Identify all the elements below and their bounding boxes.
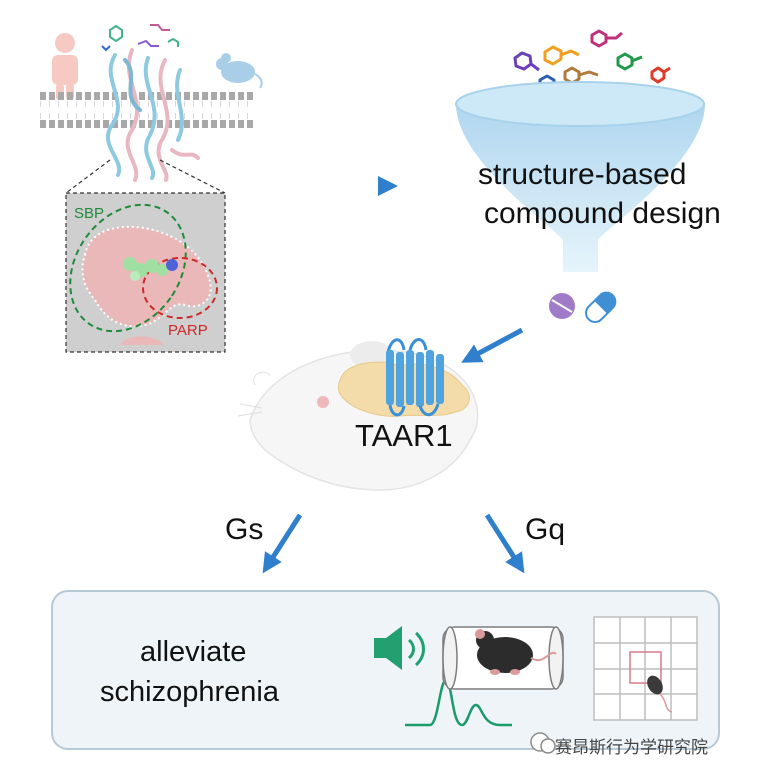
ligand-molecule (123, 257, 178, 281)
design-text-line1: structure-based (478, 158, 687, 191)
outcome-text-line1: alleviate (140, 636, 247, 668)
mouse-eye (317, 396, 329, 408)
capsule-icon (585, 291, 617, 323)
pocket-label-sbp: SBP (74, 205, 105, 222)
open-field-arena-icon (593, 616, 698, 721)
watermark-logo-icon (530, 732, 556, 754)
watermark-text: 赛昂斯行为学研究院 (555, 738, 708, 757)
arrow-gq (484, 513, 525, 574)
arrow-gs (262, 513, 303, 574)
mouse-icon (216, 53, 263, 89)
binding-pocket-panel (65, 192, 226, 353)
cell-membrane (40, 92, 255, 128)
receptor-label: TAAR1 (355, 418, 453, 453)
design-text-line2: compound design (484, 197, 721, 230)
design-funnel (455, 81, 705, 272)
pill-icon (549, 293, 575, 319)
sbp-region (69, 203, 187, 333)
ligand-cluster-small (101, 24, 179, 52)
human-icon (52, 33, 78, 100)
parp-region (142, 257, 218, 319)
speaker-icon (374, 626, 425, 670)
pathway-label-gs: Gs (225, 513, 264, 546)
outcome-text-line2: schizophrenia (100, 676, 279, 708)
arrow-to-receptor (461, 327, 524, 363)
zoom-line-left (65, 159, 111, 194)
zoom-line-right (159, 159, 226, 194)
taar1-receptor (386, 338, 444, 417)
pocket-label-parp: PARP (168, 322, 208, 339)
receptor-structure (105, 48, 200, 182)
pathway-label-gq: Gq (525, 513, 566, 546)
compound-library (513, 29, 671, 93)
startle-waveform (405, 678, 512, 727)
mouse-in-tube-icon (442, 626, 564, 690)
